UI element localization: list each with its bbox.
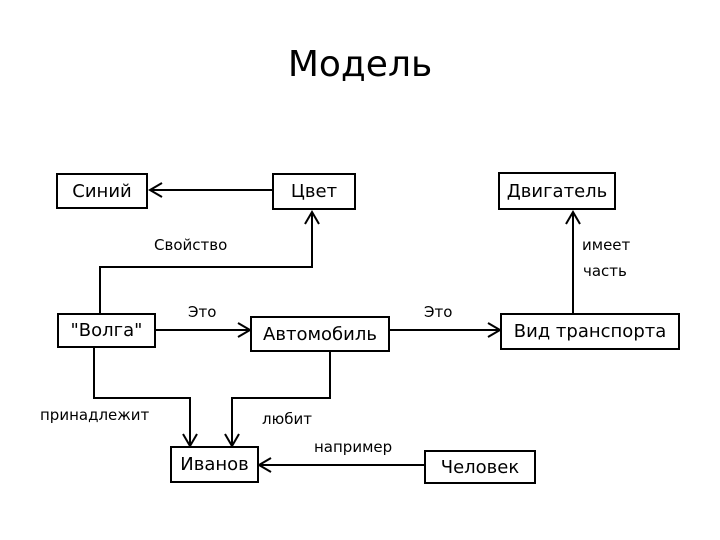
arrowhead bbox=[565, 210, 581, 225]
node-volga: "Волга" bbox=[57, 313, 156, 348]
node-vid-transporta: Вид транспорта bbox=[500, 313, 680, 350]
edge-label-eto-1: Это bbox=[188, 303, 217, 321]
node-chelovek: Человек bbox=[424, 450, 536, 484]
edge-label-chast: часть bbox=[583, 262, 627, 280]
edge-label-prinadlezhit: принадлежит bbox=[40, 406, 150, 424]
edge-volga-ivanov bbox=[93, 347, 191, 446]
edge-volga-tsvet bbox=[99, 212, 313, 313]
arrowhead bbox=[257, 457, 272, 473]
node-ivanov: Иванов bbox=[170, 446, 259, 483]
edge-label-naprimer: например bbox=[314, 438, 393, 456]
edge-label-lyubit: любит bbox=[262, 410, 312, 428]
arrowhead bbox=[304, 210, 320, 225]
node-tsvet: Цвет bbox=[272, 173, 356, 210]
page-title: Модель bbox=[287, 44, 433, 85]
edge-label-imeet: имеет bbox=[582, 236, 631, 254]
edge-avtomobil-ivanov bbox=[231, 352, 331, 446]
edge-label-eto-2: Это bbox=[424, 303, 453, 321]
arrowhead bbox=[148, 182, 163, 198]
node-avtomobil: Автомобиль bbox=[250, 316, 390, 352]
node-dvigatel: Двигатель bbox=[498, 172, 616, 210]
edge-label-svoystvo: Свойство bbox=[154, 236, 228, 254]
node-siniy: Синий bbox=[56, 173, 148, 209]
